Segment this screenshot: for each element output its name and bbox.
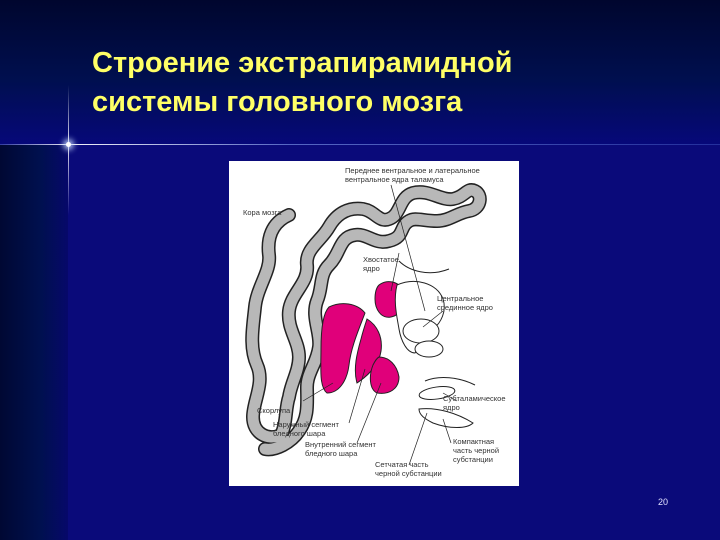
label-sn-compact-2: часть черной — [453, 446, 499, 455]
leader-line — [408, 412, 428, 466]
leader-line — [442, 392, 458, 402]
leader-line — [302, 382, 334, 402]
leader-line — [390, 184, 426, 312]
substantia-nigra — [418, 408, 474, 428]
label-sn-reticular-2: черной субстанции — [375, 469, 442, 478]
label-sn-reticular-1: Сетчатая часть — [375, 460, 429, 469]
decorative-star-glow — [66, 142, 71, 147]
subthalamic-curve — [424, 377, 476, 386]
label-thalamus-nuclei-2: вентральное ядра таламуса — [345, 175, 444, 184]
lateral-fissure-curve — [398, 260, 450, 274]
page-number: 20 — [658, 497, 669, 507]
leader-line — [390, 252, 400, 292]
slide-title-line-2: системы головного мозга — [92, 86, 463, 118]
slide-title-line-1: Строение экстрапирамидной — [92, 47, 513, 79]
label-sn-compact-3: субстанции — [453, 455, 493, 464]
globus-pallidus-external — [354, 318, 382, 384]
leader-line — [422, 310, 444, 328]
globus-pallidus-internal — [369, 356, 400, 394]
label-gp-external-1: Наружный сегмент — [273, 420, 339, 429]
background-top-band — [0, 0, 720, 145]
leader-line — [442, 418, 452, 444]
leader-line — [356, 382, 382, 444]
label-centromedian-2: срединное ядро — [437, 303, 493, 312]
label-cortex: Кора мозга — [243, 208, 282, 217]
label-thalamus-nuclei-1: Переднее вентральное и латеральное — [345, 166, 480, 175]
thalamus-lower-nucleus — [414, 340, 444, 358]
decorative-horizontal-line — [0, 144, 720, 145]
cortex-band-fill — [246, 184, 486, 455]
label-sn-compact-1: Компактная — [453, 437, 494, 446]
label-putamen: Скорлупа — [257, 406, 291, 415]
label-gp-internal-1: Внутренний сегмент — [305, 440, 377, 449]
label-subthalamic-2: ядро — [443, 403, 460, 412]
putamen — [320, 303, 366, 394]
subthalamic-nucleus — [418, 386, 456, 400]
decorative-vertical-line — [68, 85, 69, 215]
label-subthalamic-1: Субталамическое — [443, 394, 506, 403]
label-caudate-1: Хвостатое — [363, 255, 399, 264]
brain-diagram-figure: Переднее вентральное и латеральное вентр… — [229, 161, 519, 486]
label-gp-internal-2: бледного шара — [305, 449, 358, 458]
centromedian-nucleus — [402, 318, 440, 344]
slide-title: Строение экстрапирамидной системы головн… — [92, 44, 692, 122]
brain-diagram: Переднее вентральное и латеральное вентр… — [243, 166, 506, 478]
leader-line — [348, 368, 366, 424]
label-gp-external-2: бледного шара — [273, 429, 326, 438]
label-caudate-2: ядро — [363, 264, 380, 273]
label-centromedian-1: Центральное — [437, 294, 483, 303]
